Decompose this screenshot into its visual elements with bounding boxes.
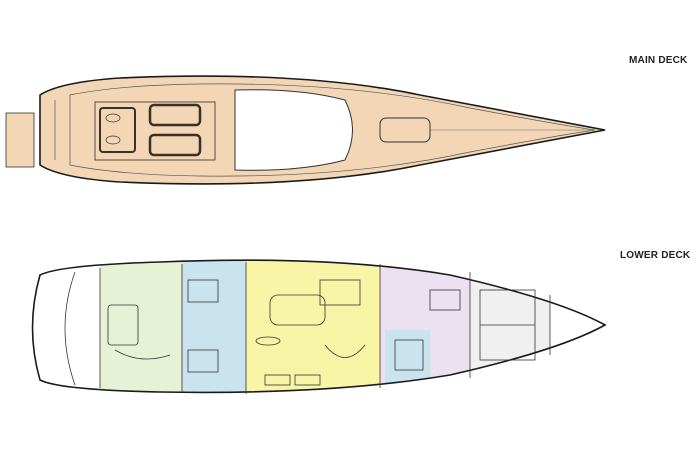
saloon-zone — [246, 260, 380, 393]
swim-platform — [5, 112, 35, 168]
lower-deck-label: LOWER DECK — [620, 250, 691, 261]
guest-cabins-zone — [182, 260, 246, 393]
lower-deck-plan — [31, 259, 607, 394]
lower-deck-hull — [31, 259, 607, 394]
main-deck-plan — [5, 75, 606, 185]
cockpit-seating — [94, 101, 216, 161]
deckhouse — [234, 89, 353, 171]
crew-area-zone — [380, 260, 470, 393]
main-deck-label: MAIN DECK — [629, 55, 688, 66]
owner-cabin-zone — [100, 260, 182, 393]
